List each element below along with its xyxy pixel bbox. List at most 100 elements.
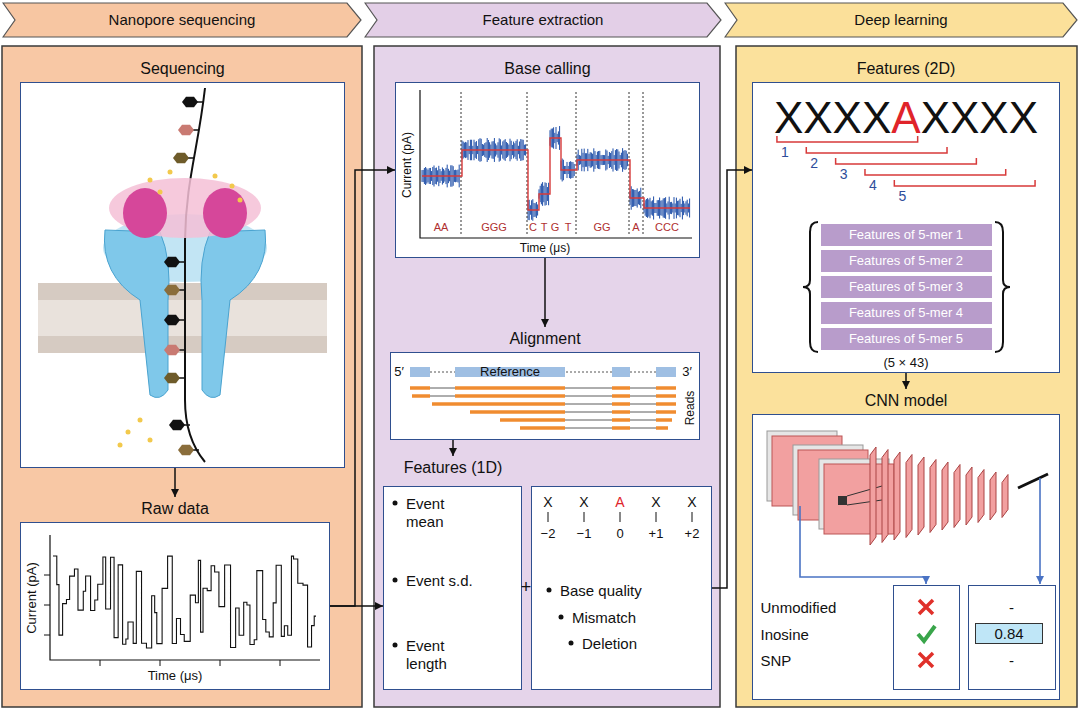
kmer-bracket <box>806 147 947 153</box>
plot-label: X <box>579 494 588 511</box>
released-nucleotide <box>168 170 173 175</box>
axis-tick <box>44 635 50 636</box>
stage-panel <box>2 46 362 707</box>
dense-layer <box>1018 474 1048 488</box>
class-result-box: UnmodifiedInosineSNP <box>893 585 960 690</box>
plot-label: T <box>565 221 572 234</box>
kmer-feature-box: Features of 5-mer 1 <box>821 224 992 246</box>
feature-box: Base qualityMismatchDeletion <box>531 486 712 690</box>
kmer-feature-box: Features of 5-mer 5 <box>821 328 992 350</box>
flow-arrow <box>452 440 454 456</box>
box-ground <box>752 82 1060 373</box>
node-text: 0.84 <box>994 625 1023 643</box>
node-text: Inosine <box>761 626 809 644</box>
axis-tick <box>44 605 50 606</box>
plot-label: 0 <box>616 526 623 542</box>
released-nucleotide <box>138 418 143 423</box>
flow-arrow <box>544 258 546 327</box>
probability-box: - - 0.84 <box>968 585 1056 690</box>
kmer-feature-box: Features of 5-mer 2 <box>821 250 992 272</box>
read-segment <box>520 426 565 430</box>
box-ground <box>20 522 330 690</box>
conv-layer <box>942 462 948 530</box>
cnn-illustration <box>767 431 1048 667</box>
callout-number: 5 <box>898 188 906 205</box>
box-ground <box>395 82 700 258</box>
released-nucleotide <box>148 438 153 443</box>
pore-protein <box>201 230 266 398</box>
plot-label: GGG <box>481 221 507 234</box>
callout-number: 2 <box>810 155 818 172</box>
plot-label: 5′ <box>394 364 404 380</box>
read-segment <box>656 386 676 390</box>
conv-layer <box>978 470 984 523</box>
node-text: Features of 5-mer 1 <box>849 227 963 243</box>
plot-label: T <box>541 221 548 234</box>
released-nucleotide <box>126 430 131 435</box>
node-text: Features of 5-mer 4 <box>849 305 963 321</box>
plot-label: +2 <box>685 526 700 542</box>
read-gap <box>410 388 676 389</box>
released-nucleotide <box>118 443 123 448</box>
probability-value: 0.84 <box>975 623 1043 644</box>
position-tick <box>620 512 621 522</box>
curly-brace <box>995 222 1010 352</box>
read-segment <box>455 394 565 398</box>
box-ground <box>390 352 700 440</box>
conv-layer <box>906 455 912 538</box>
nucleotide <box>178 445 194 455</box>
stage-banner: Feature extraction <box>364 2 722 38</box>
flow-arrow <box>330 170 395 606</box>
flow-arrow <box>330 605 383 607</box>
node-text: Features (1D) <box>404 458 503 477</box>
panel-box: Alignment <box>390 352 700 440</box>
bullet <box>393 578 398 583</box>
membrane <box>38 283 327 353</box>
stage-banner: Nanopore sequencing <box>2 2 362 38</box>
plot-label: GG <box>593 221 610 234</box>
axis-tick <box>100 660 101 666</box>
read-gap <box>432 404 676 405</box>
box-ground <box>752 414 1060 700</box>
node-text: - <box>1009 652 1014 670</box>
plot-label: Reads <box>683 391 697 426</box>
released-nucleotide <box>238 198 243 203</box>
read-segment <box>612 426 630 430</box>
callout-number: 3 <box>840 166 848 183</box>
conv-layer <box>966 467 972 525</box>
plot-label: X <box>543 494 552 511</box>
box-ground <box>20 82 345 468</box>
nucleotide <box>164 345 180 355</box>
kmer-bracket <box>865 169 1006 175</box>
box-heading: Base calling <box>504 59 590 78</box>
feature-box: Event meanEvent s.d.Event length <box>383 486 522 690</box>
bullet <box>393 501 398 506</box>
plot-label: (5 × 43) <box>883 355 928 371</box>
bullet <box>569 641 574 646</box>
axis-tick <box>280 660 281 666</box>
released-nucleotide <box>213 174 218 179</box>
node-text: - <box>1009 599 1014 617</box>
pore-protein <box>104 230 169 398</box>
bullet <box>547 588 552 593</box>
node-text: Base quality <box>560 582 642 600</box>
read-gap <box>412 396 676 397</box>
axis <box>420 90 692 238</box>
plot-label: Current (pA) <box>24 562 40 634</box>
read-segment <box>612 410 630 414</box>
box-ground <box>893 585 960 690</box>
conv-layer <box>882 450 888 543</box>
chevron-fill <box>725 3 1077 37</box>
box-heading: CNN model <box>865 391 948 410</box>
box-heading: Sequencing <box>140 59 225 78</box>
panel-box: Sequencing <box>20 82 345 468</box>
node-text: Mismatch <box>572 609 636 627</box>
read-segment <box>656 402 676 406</box>
nucleotide <box>164 315 180 325</box>
plot-label: AA <box>434 221 449 234</box>
current-trace <box>53 556 316 648</box>
kmer-bracket <box>836 158 977 164</box>
read-segment <box>612 418 630 422</box>
read-segment <box>470 410 565 414</box>
